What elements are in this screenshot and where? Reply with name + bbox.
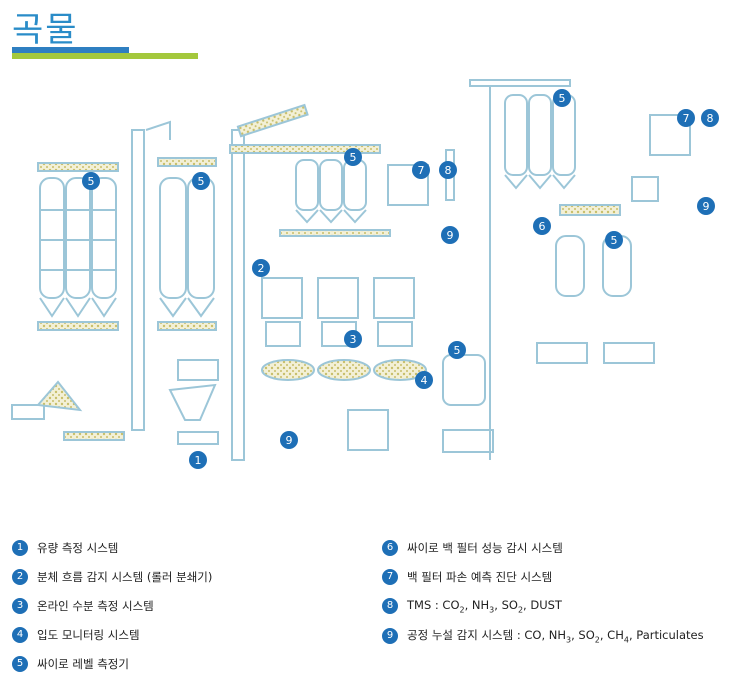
marker-label: 5 [559,92,566,105]
marker-label: 9 [703,200,710,213]
silo-group-center [261,159,427,451]
marker-label: 5 [611,234,618,247]
title-underline-green [12,53,198,59]
marker-label: 3 [350,333,357,346]
marker-label: 9 [286,434,293,447]
truck-left [11,380,125,441]
marker-label: 7 [418,164,425,177]
silo-group-left [37,162,119,331]
marker-label: 5 [350,151,357,164]
silo-group-right [469,79,691,460]
trucks-right [536,342,655,364]
legend-item-9: 9 공정 누설 감지 시스템 : CO, NH3, SO2, CH4, Part… [382,627,704,644]
elevator-1 [131,120,171,431]
silo-group-mid [157,157,219,445]
marker-label: 2 [258,262,265,275]
page-title: 곡물 [12,10,79,50]
marker-label: 8 [445,164,452,177]
marker-label: 9 [447,229,454,242]
markers: 5 5 5 7 8 9 2 3 4 5 1 9 5 7 8 9 6 5 [82,89,719,469]
marker-label: 5 [198,175,205,188]
marker-label: 1 [195,454,202,467]
process-diagram: 5 5 5 7 8 9 2 3 4 5 1 9 5 7 8 9 6 5 [11,79,719,469]
marker-label: 4 [421,374,428,387]
title-underline-blue [12,47,129,53]
marker-label: 8 [707,112,714,125]
marker-label: 6 [539,220,546,233]
legend-item-8: 8 TMS : CO2, NH3, SO2, DUST [382,598,562,614]
marker-label: 5 [88,175,95,188]
elevator-2 [229,103,381,461]
marker-label: 5 [454,344,461,357]
marker-label: 7 [683,112,690,125]
loadout-center [442,354,494,453]
